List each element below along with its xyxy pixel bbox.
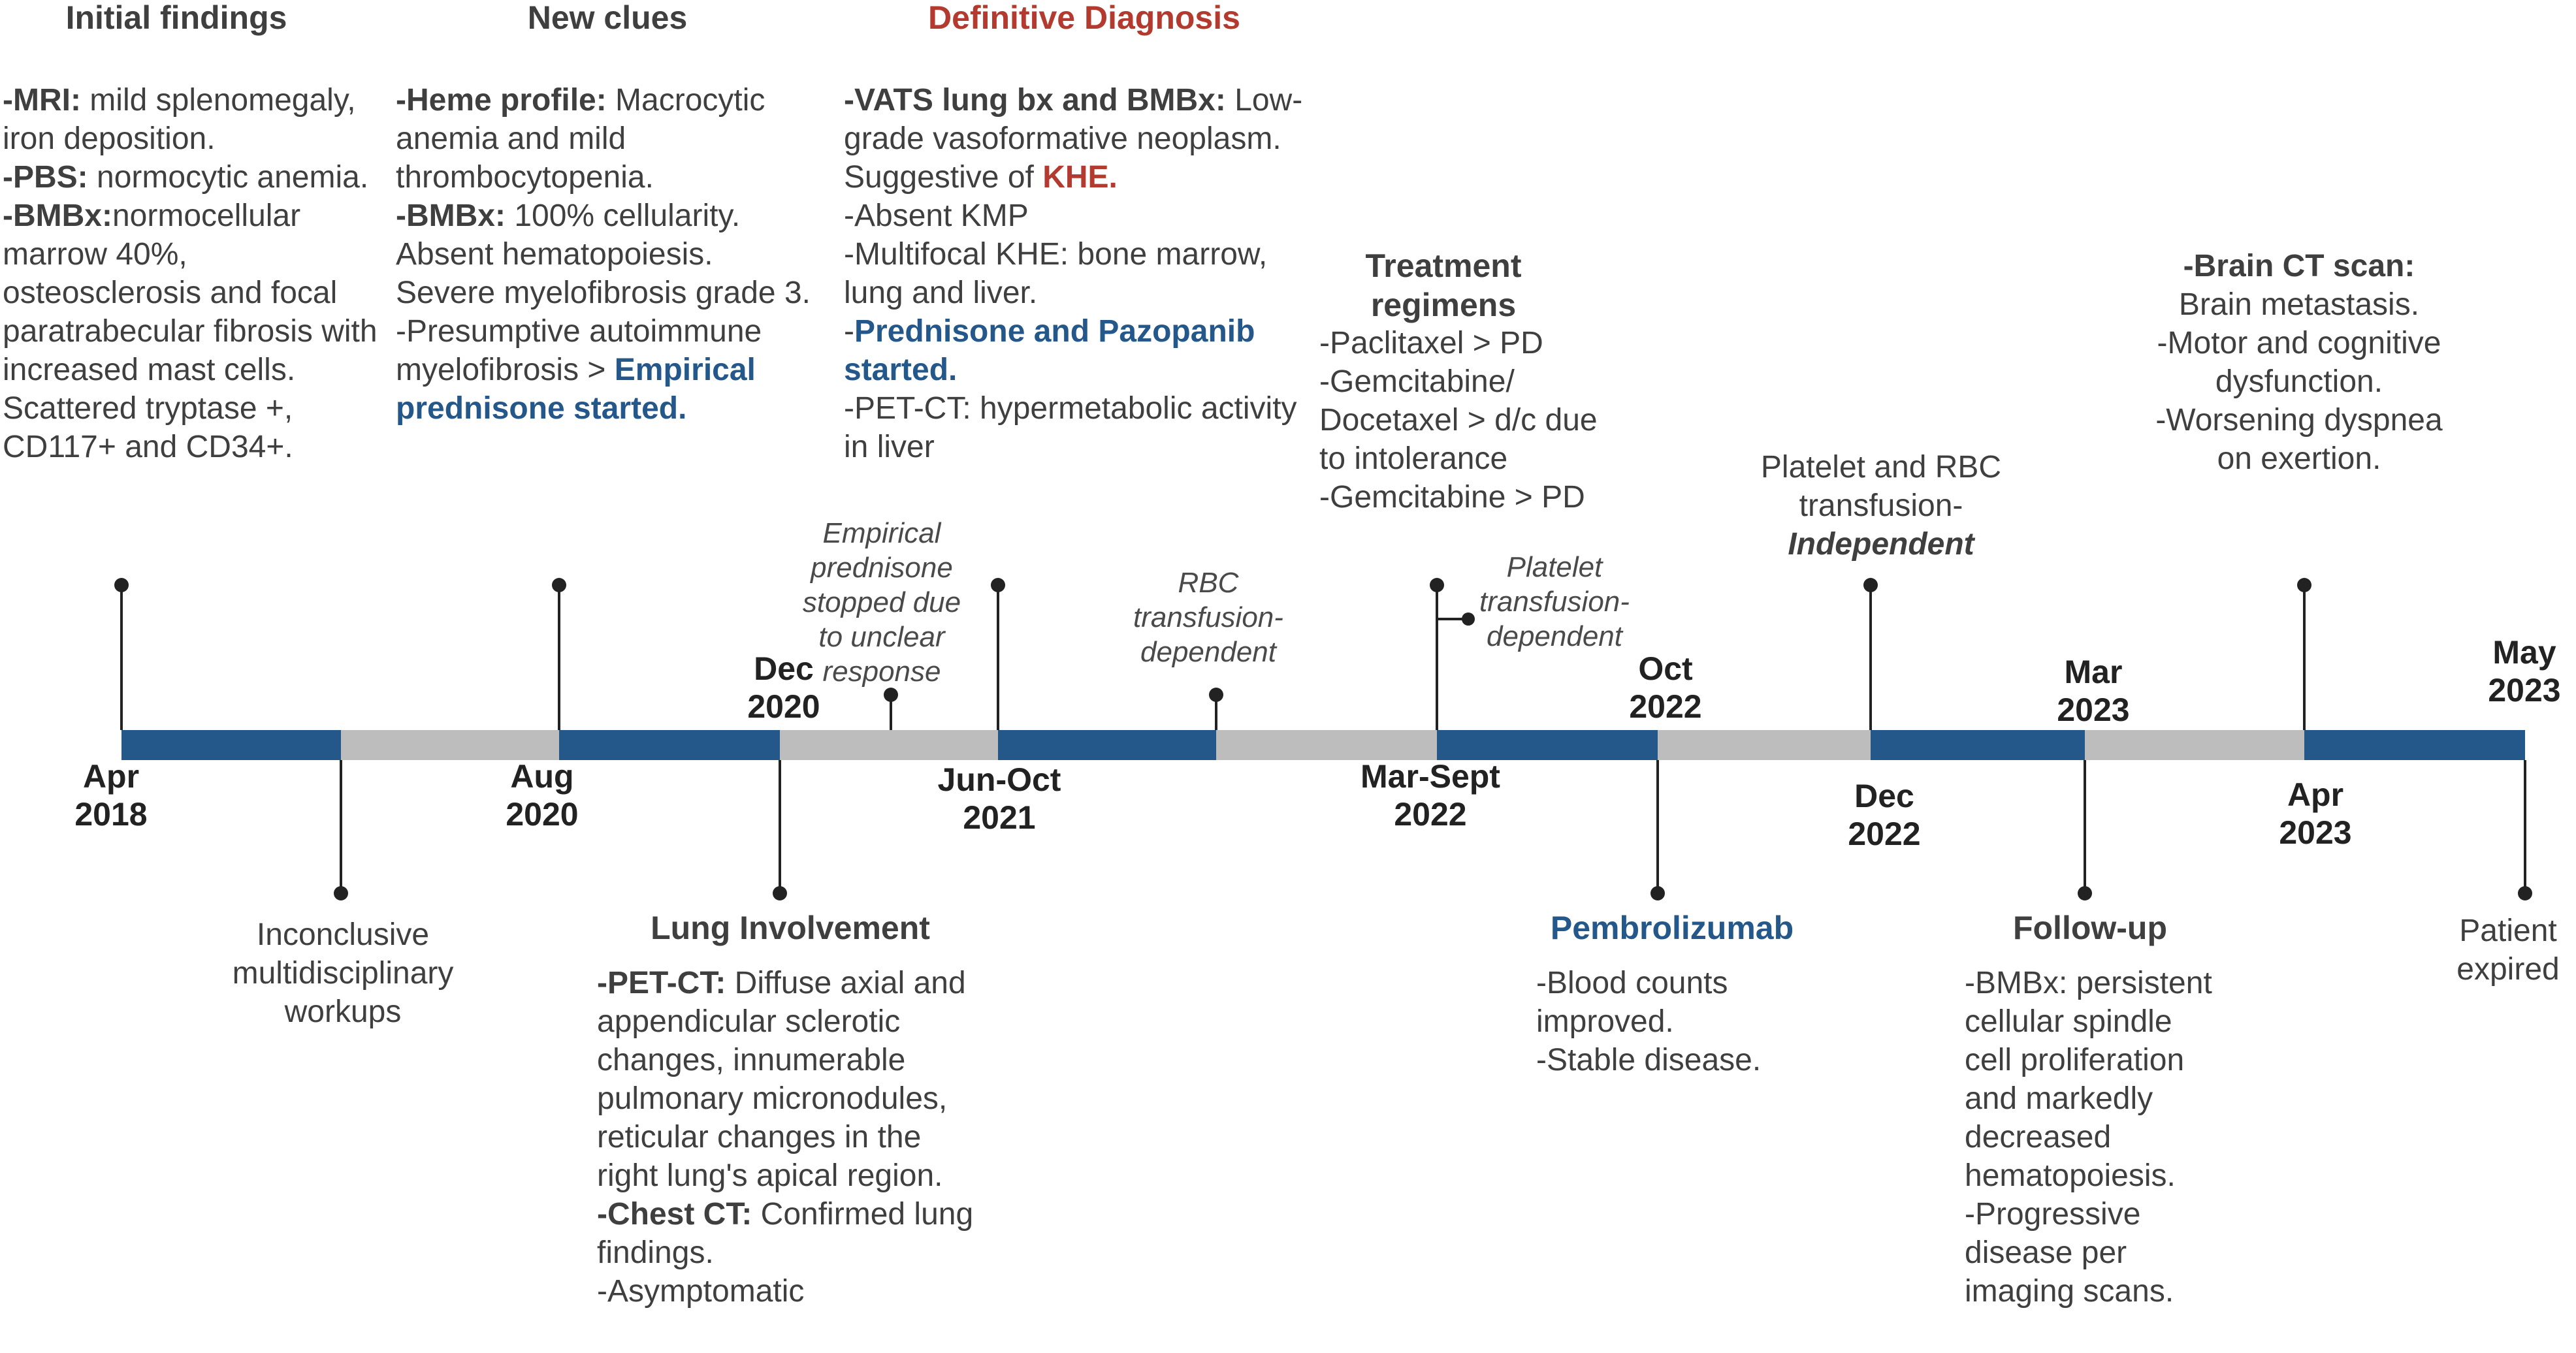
date-jun-oct-2021: Jun-Oct 2021: [937, 761, 1061, 836]
dash: -: [844, 314, 854, 349]
prednisone-pazopanib: Prednisone and Pazopanib started.: [844, 314, 1255, 387]
stem-follow-up: [2078, 760, 2092, 900]
empirical-prednisone: Empirical prednisone started.: [396, 353, 756, 426]
inconclusive-block: Inconclusive multidisciplinary workups: [232, 917, 454, 1029]
date-apr-2018: Apr 2018: [74, 758, 148, 833]
transfusion-independent-block: Platelet and RBC transfusion- Independen…: [1724, 448, 2038, 564]
stem-empirical-stopped: [884, 688, 898, 730]
vats-label: -VATS lung bx and BMBx:: [844, 83, 1226, 118]
stem-initial-findings: [114, 578, 129, 730]
note-rbc-dependent: RBC transfusion-dependent: [1133, 567, 1283, 668]
transfusion-independent-text: Platelet and RBC transfusion-: [1760, 450, 2002, 523]
segment-apr2018-mid2019: [121, 730, 341, 760]
worsening-dyspnea: -Worsening dyspnea on exertion.: [2155, 403, 2443, 476]
asymptomatic: -Asymptomatic: [597, 1274, 805, 1309]
lung-pet-text: Diffuse axial and appendicular sclerotic…: [597, 966, 966, 1193]
date-mar-2023: Mar 2023: [2057, 654, 2130, 728]
stem-transfusion-independent: [1863, 578, 1878, 730]
date-dec-2020: Dec 2020: [747, 650, 820, 725]
treatment-regimens-header: Treatment regimens: [1365, 247, 1522, 323]
lung-involvement-header: Lung Involvement: [651, 910, 930, 946]
stem-pembrolizumab: [1650, 760, 1665, 900]
bmbx-text: normocellular marrow 40%, osteosclerosis…: [3, 199, 378, 464]
segment-apr2023-may2023: [2304, 730, 2525, 760]
stem-treatment-regimens: [1430, 578, 1444, 730]
brain-ct-block: -Brain CT scan: Brain metastasis. -Motor…: [2155, 247, 2443, 478]
absent-kmp: -Absent KMP: [844, 199, 1029, 233]
new-clues-header: New clues: [527, 0, 688, 36]
mri-label: -MRI:: [3, 83, 81, 118]
bmbx2-text: 100% cellularity. Absent hematopoiesis. …: [396, 199, 811, 310]
brain-ct-label: -Brain CT scan:: [2183, 249, 2415, 283]
date-may-2023: May 2023: [2488, 634, 2561, 708]
date-oct-2022: Oct 2022: [1629, 650, 1702, 725]
stem-patient-expired: [2518, 760, 2532, 900]
patient-expired-block: Patient expired: [2456, 914, 2560, 987]
followup-line-1: -BMBx: persistent cellular spindle cell …: [1965, 966, 2212, 1193]
lung-involvement-block: -PET-CT: Diffuse axial and appendicular …: [597, 964, 976, 1311]
pembro-line-1: -Blood counts improved.: [1536, 966, 1728, 1039]
definitive-diagnosis-block: -VATS lung bx and BMBx: Low-grade vasofo…: [844, 81, 1321, 466]
bmbx-label: -BMBx:: [3, 199, 112, 233]
initial-findings-header: Initial findings: [65, 0, 287, 36]
pembrolizumab-header: Pembrolizumab: [1550, 910, 1794, 946]
treatment-regimens-block: -Paclitaxel > PD -Gemcitabine/ Docetaxel…: [1319, 324, 1626, 517]
pembrolizumab-block: -Blood counts improved. -Stable disease.: [1536, 964, 1811, 1079]
chest-ct-label: -Chest CT:: [597, 1197, 752, 1232]
stem-inconclusive: [334, 760, 348, 900]
date-dec-2022: Dec 2022: [1848, 778, 1921, 852]
stem-rbc-dependent: [1209, 688, 1223, 730]
segment-mar2022-oct2022: [1437, 730, 1658, 760]
treatment-line-2: -Gemcitabine/ Docetaxel > d/c due to int…: [1319, 364, 1598, 476]
new-clues-block: -Heme profile: Macrocytic anemia and mil…: [396, 81, 814, 428]
brain-metastasis: Brain metastasis.: [2178, 287, 2420, 322]
presumptive-text: -Presumptive autoimmune myelofibrosis >: [396, 314, 762, 387]
pbs-text: normocytic anemia.: [88, 160, 369, 195]
date-mar-sept-2022: Mar-Sept 2022: [1360, 758, 1500, 833]
stem-lung-involvement: [773, 760, 787, 900]
treatment-line-3: -Gemcitabine > PD: [1319, 480, 1585, 515]
khe-label: KHE.: [1042, 160, 1118, 195]
vats-text: Low-grade vasoformative neoplasm. Sugges…: [844, 83, 1303, 195]
followup-line-2: -Progressive disease per imaging scans.: [1965, 1197, 2174, 1309]
petct-liver: -PET-CT: hypermetabolic activity in live…: [844, 391, 1297, 464]
motor-dysfunction: -Motor and cognitive dysfunction.: [2157, 326, 2441, 399]
stem-new-clues: [552, 578, 566, 730]
chest-ct-text: Confirmed lung findings.: [597, 1197, 974, 1270]
date-apr-2023: Apr 2023: [2279, 776, 2352, 851]
timeline-stems: [114, 578, 2532, 900]
mri-text: mild splenomegaly, iron deposition.: [3, 83, 356, 156]
date-aug-2020: Aug 2020: [506, 758, 579, 833]
pembro-line-2: -Stable disease.: [1536, 1043, 1762, 1077]
treatment-line-1: -Paclitaxel > PD: [1319, 326, 1543, 360]
multifocal-khe: -Multifocal KHE: bone marrow, lung and l…: [844, 237, 1268, 310]
stem-brain-ct: [2297, 578, 2311, 730]
segment-oct2022-dec2022: [1658, 730, 1871, 760]
definitive-diagnosis-header: Definitive Diagnosis: [928, 0, 1240, 36]
note-empirical-stopped: Empirical prednisone stopped due to uncl…: [802, 517, 961, 688]
follow-up-block: -BMBx: persistent cellular spindle cell …: [1965, 964, 2213, 1311]
segment-dec2022-mar2023: [1871, 730, 2085, 760]
heme-text: Macrocytic anemia and mild thrombocytope…: [396, 83, 765, 195]
independent-label: Independent: [1788, 527, 1974, 562]
segment-oct2021-mar2022: [1216, 730, 1437, 760]
heme-label: -Heme profile:: [396, 83, 607, 118]
pbs-label: -PBS:: [3, 160, 88, 195]
stem-definitive-diagnosis: [991, 578, 1005, 730]
segment-aug2020-dec2020: [559, 730, 780, 760]
segment-dec2020-jun2021: [780, 730, 998, 760]
bmbx2-label: -BMBx:: [396, 199, 506, 233]
follow-up-header: Follow-up: [2012, 910, 2168, 946]
lung-pet-label: -PET-CT:: [597, 966, 726, 1000]
segment-jun2021-oct2021: [998, 730, 1216, 760]
segment-mar2023-apr2023: [2085, 730, 2304, 760]
initial-findings-block: -MRI: mild splenomegaly, iron deposition…: [3, 81, 381, 466]
note-platelet-dependent: Platelet transfusion-dependent: [1479, 551, 1630, 652]
segment-mid2019-aug2020: [341, 730, 559, 760]
timeline-segments: [121, 730, 2525, 760]
stem-platelet-dependent: [1437, 613, 1475, 626]
